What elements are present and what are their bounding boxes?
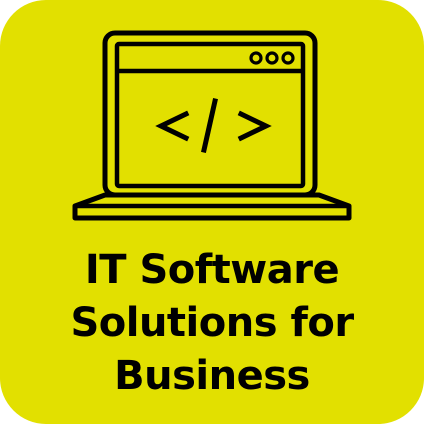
tile-caption: IT Software Solutions for Business <box>0 244 424 403</box>
window-controls-icon <box>249 51 295 65</box>
window-control-dot <box>265 51 279 65</box>
caption-line-3: Business <box>114 353 310 399</box>
code-brackets-icon <box>155 98 272 153</box>
window-control-dot <box>249 51 263 65</box>
slash <box>201 98 218 153</box>
browser-window-frame <box>114 41 306 189</box>
window-control-dot <box>281 51 295 65</box>
caption-line-2: Solutions for <box>70 300 354 346</box>
left-angle-bracket <box>155 110 190 142</box>
caption-line-1: IT Software <box>84 247 340 293</box>
right-angle-bracket <box>237 110 272 142</box>
